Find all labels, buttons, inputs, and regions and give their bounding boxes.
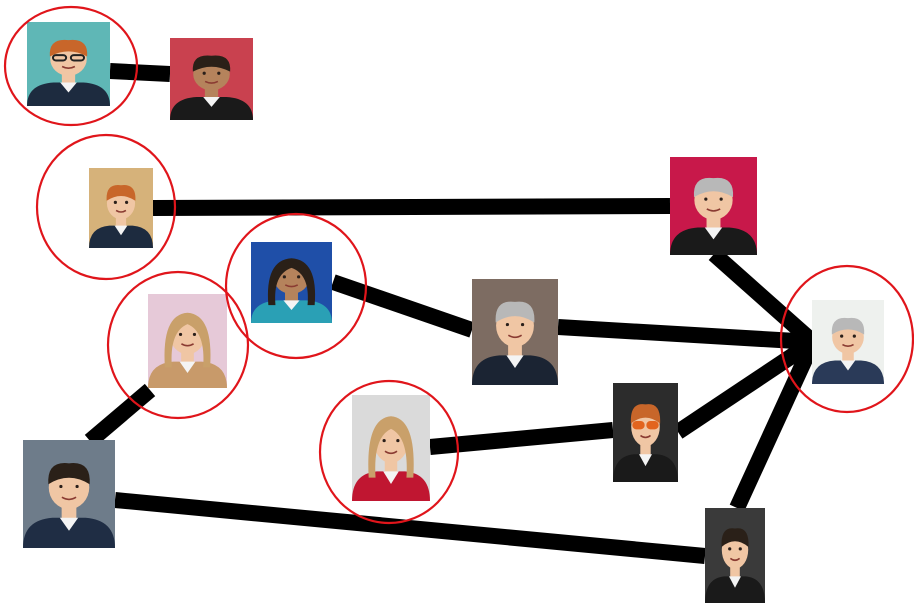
portrait-p9 [352, 395, 430, 501]
edge-p9-p10 [429, 422, 614, 455]
edge-p11-p12 [114, 492, 706, 564]
portrait-p5 [251, 242, 332, 323]
redhead-man-portrait-icon [89, 168, 153, 248]
edge-p6-p11 [84, 383, 156, 448]
portrait-p6 [148, 294, 227, 388]
portrait-p12 [705, 508, 765, 603]
portrait-p2 [170, 38, 253, 120]
man-portrait-icon [23, 440, 115, 548]
portrait-p1 [27, 22, 110, 106]
edge-p5-p7 [330, 274, 475, 338]
edge-p1-p2 [109, 63, 171, 82]
edge-p7-p8 [557, 319, 814, 350]
man-portrait-icon [170, 38, 253, 120]
woman-portrait-icon [251, 242, 332, 323]
older-man-portrait-icon [670, 157, 757, 255]
edge-p3-p4 [152, 198, 671, 216]
portrait-p11 [23, 440, 115, 548]
redhead-glasses-portrait-icon [27, 22, 110, 106]
blonde-woman-portrait-icon [352, 395, 430, 501]
portrait-p7 [472, 279, 558, 385]
man-portrait-icon [705, 508, 765, 603]
portrait-p3 [89, 168, 153, 248]
portrait-p4 [670, 157, 757, 255]
man-with-orange-glasses-portrait-icon [613, 383, 678, 482]
blonde-woman-portrait-icon [148, 294, 227, 388]
grey-haired-man-portrait-icon [472, 279, 558, 385]
portrait-p10 [613, 383, 678, 482]
edge-p4-p8 [708, 248, 819, 348]
portrait-p8 [812, 300, 884, 384]
grey-haired-man-portrait-icon [812, 300, 884, 384]
